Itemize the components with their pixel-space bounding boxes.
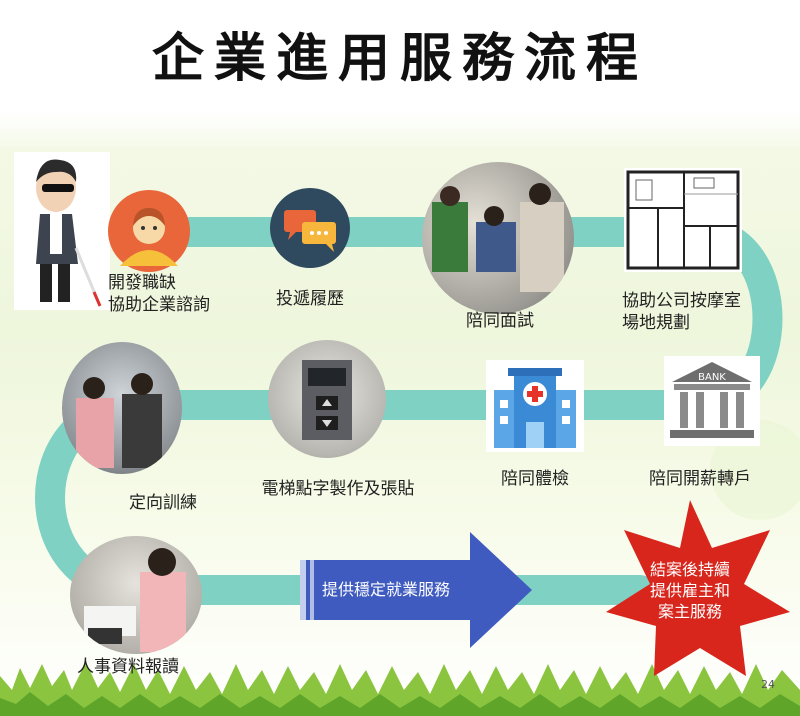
floor-plan-icon (624, 168, 742, 272)
elevator-braille-photo (268, 340, 386, 458)
follow-up-service-label: 結案後持續 提供雇主和 案主服務 (649, 560, 730, 621)
step-label-medical-checkup: 陪同體檢 (501, 469, 569, 489)
step-label-payroll-account: 陪同開薪轉戶 (649, 469, 751, 489)
chat-bubbles-icon (270, 188, 350, 268)
person-avatar-icon (108, 190, 190, 272)
step-label-personnel-documents: 人事資料報讀 (77, 657, 179, 677)
step-label-develop-jobs: 開發職缺 協助企業諮詢 (108, 273, 210, 315)
grass-decoration (0, 662, 800, 716)
hospital-icon (486, 360, 584, 452)
follow-up-service-star (606, 500, 790, 676)
orientation-training-photo (62, 342, 182, 474)
interview-photo (422, 162, 574, 314)
step-label-orientation-training: 定向訓練 (129, 493, 197, 513)
bank-sign-text: BANK (698, 372, 726, 383)
step-label-elevator-braille: 電梯點字製作及張貼 (261, 479, 415, 499)
personnel-documents-photo (70, 536, 202, 654)
bank-icon: BANK (664, 356, 760, 446)
page-title: 企業進用服務流程 (151, 28, 648, 89)
step-label-submit-resume: 投遞履歷 (276, 289, 344, 309)
stable-employment-arrow (300, 532, 532, 648)
blind-person-icon (14, 152, 110, 310)
page-number: 24 (761, 678, 775, 691)
stable-employment-label: 提供穩定就業服務 (322, 580, 451, 599)
step-label-massage-room-planning: 協助公司按摩室 場地規劃 (622, 291, 741, 333)
step-label-accompany-interview: 陪同面試 (466, 311, 534, 331)
